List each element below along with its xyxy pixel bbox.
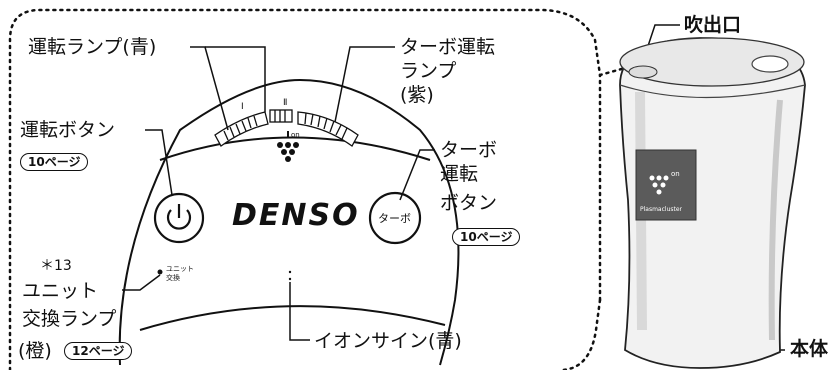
run-button-page-ref: 10ページ	[20, 153, 89, 171]
badge-plasmacluster-text: Plasmacluster	[640, 206, 683, 213]
lamp-arc-right	[297, 111, 359, 147]
device-badge-grape	[649, 175, 669, 195]
unit-lamp-label-line1: ユニット	[22, 280, 99, 302]
badge-ion-text: on	[671, 170, 680, 178]
unit-lamp-dot	[157, 269, 163, 275]
level-1-mark: Ⅰ	[241, 102, 244, 112]
note-marker: ＊13	[40, 258, 72, 274]
lamp-arc-left	[214, 111, 269, 147]
panel-upper-curve	[159, 136, 431, 161]
turbo-lamp-label-line2: ランプ	[400, 60, 457, 82]
turbo-button-label-line2: 運転	[440, 163, 479, 185]
grape-mark	[277, 131, 299, 162]
unit-lamp-small-text-line1: ユニット	[166, 265, 194, 273]
device-body-graphic	[619, 37, 806, 369]
turbo-button-page-ref: 10ページ	[452, 228, 521, 246]
outlet-label: 吹出口	[684, 14, 742, 36]
ion-mark-text: on	[291, 131, 300, 139]
body-label: 本体	[790, 338, 829, 360]
run-lamp-label: 運転ランプ(青)	[28, 36, 157, 58]
unit-lamp-label-line2: 交換ランプ	[22, 308, 117, 330]
turbo-button-label-line1: ターボ	[440, 139, 498, 161]
turbo-lamp-label-line1: ターボ運転	[400, 36, 496, 58]
unit-lamp-page-ref: 12ページ	[64, 342, 133, 360]
turbo-button-label-line3: ボタン	[440, 192, 498, 214]
power-button-graphic	[153, 192, 205, 244]
turbo-lamp-label-line3: (紫)	[400, 84, 434, 106]
level-2-mark: Ⅱ	[283, 98, 288, 108]
turbo-button-graphic	[368, 191, 422, 245]
turbo-button-text: ターボ	[378, 212, 411, 225]
unit-lamp-label-line3: (橙)	[18, 340, 52, 362]
brand-logo: DENSO	[232, 198, 360, 233]
ion-sign-dots	[288, 270, 292, 281]
lamp-arc-center	[269, 109, 293, 123]
ion-sign-label: イオンサイン(青)	[314, 330, 462, 352]
run-button-label: 運転ボタン	[20, 119, 116, 141]
panel-outline	[118, 78, 460, 366]
unit-lamp-small-text-line2: 交換	[166, 274, 180, 282]
panel-lower-curve	[139, 305, 446, 331]
